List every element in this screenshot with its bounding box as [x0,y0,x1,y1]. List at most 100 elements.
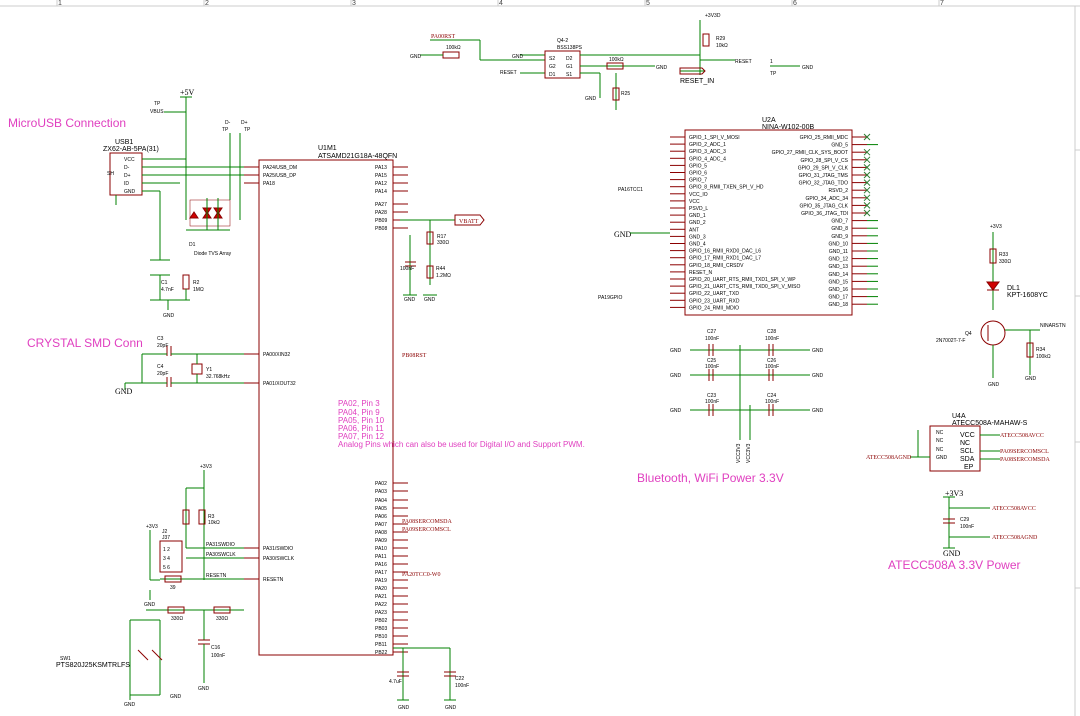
svg-text:100nF: 100nF [705,364,719,370]
u2-pin-label: GPIO_32_JTAG_TDO [799,181,848,187]
no-connect-mark [863,194,871,202]
svg-text:VCC: VCC [124,157,135,163]
svg-text:ATSAMD21G18A-48QFN: ATSAMD21G18A-48QFN [318,153,397,160]
svg-text:EP: EP [964,464,974,471]
svg-text:1.2MΩ: 1.2MΩ [436,273,451,279]
svg-text:C27: C27 [707,329,716,335]
svg-text:U2A: U2A [762,117,776,124]
svg-text:100nF: 100nF [765,364,779,370]
svg-text:100nF: 100nF [765,336,779,342]
svg-text:5 6: 5 6 [163,565,170,571]
u2-pin-label: GPIO_18_RMII_CRSDV [689,263,744,269]
svg-text:1 2: 1 2 [163,547,170,553]
no-connect-mark [863,202,871,209]
no-connect-mark [863,164,871,171]
svg-text:NINARSTN: NINARSTN [1040,323,1066,329]
svg-text:VBATT: VBATT [459,219,479,225]
svg-text:1MΩ: 1MΩ [193,287,204,293]
svg-text:ATECC508AGND: ATECC508AGND [866,455,912,461]
u1-pin-label: PA21 [375,594,387,600]
svg-text:GND: GND [170,694,182,700]
svg-text:C3: C3 [157,336,164,342]
svg-text:20pF: 20pF [157,371,168,377]
svg-text:Diode TVS Array: Diode TVS Array [194,251,232,257]
net-tp: TP [154,101,161,107]
svg-text:PA18: PA18 [263,181,275,187]
u2-pin-label: GND_4 [689,242,706,248]
svg-text:3 4: 3 4 [163,556,170,562]
no-connect-mark [863,156,871,164]
svg-text:RESETN: RESETN [263,577,284,583]
border-number: 7 [940,0,944,7]
svg-text:100nF: 100nF [960,524,974,530]
svg-text:D1: D1 [549,72,556,78]
svg-text:PA19GPIO: PA19GPIO [598,295,622,301]
svg-text:SDA: SDA [960,456,975,463]
svg-text:39: 39 [170,585,176,591]
svg-text:GND: GND [144,602,156,608]
u2-pin-label: GPIO_27_RMII_CLK_SYS_BOOT [772,150,848,156]
net-p5v: +5V [180,88,195,97]
svg-text:330Ω: 330Ω [171,616,183,622]
svg-text:Q4: Q4 [965,331,972,337]
u2-pin-label: GND_7 [831,219,848,225]
svg-text:+3V3: +3V3 [146,524,158,530]
no-connect-mark [863,171,871,179]
svg-text:C28: C28 [767,329,776,335]
svg-text:VCC3V3: VCC3V3 [746,443,752,463]
svg-text:PA20TCC0-W0: PA20TCC0-W0 [402,572,440,578]
svg-text:R25: R25 [621,91,630,97]
svg-text:GND: GND [614,230,632,239]
svg-text:R44: R44 [436,266,445,272]
svg-text:+3V3: +3V3 [990,224,1002,230]
u1-pin-label: PA12 [375,181,387,187]
u2-pin-label: GPIO_6 [689,171,707,177]
svg-text:TP: TP [222,127,229,133]
border-number: 6 [793,0,797,7]
svg-text:ATECC508AVCC: ATECC508AVCC [992,506,1036,512]
u1-pin-label: PA22 [375,602,387,608]
svg-text:PA05, Pin 10: PA05, Pin 10 [338,416,385,425]
svg-text:U1M1: U1M1 [318,145,337,152]
svg-text:PA00/XIN32: PA00/XIN32 [263,352,290,358]
svg-text:SW1: SW1 [60,656,71,662]
svg-text:G1: G1 [566,64,573,70]
u2-pin-label: GND_9 [831,234,848,240]
u2-pin-label: GPIO_31_JTAG_TMS [799,173,849,179]
svg-text:Y1: Y1 [206,367,212,373]
svg-text:GND: GND [445,705,457,711]
u2-pin-label: VCC_IO [689,192,708,198]
svg-text:VCC: VCC [960,432,975,439]
u2-pin-label: GPIO_36_JTAG_TDI [801,211,848,217]
u2-pin-label: GPIO_22_UART_TXD [689,291,739,297]
u2-pin-label: GPIO_7 [689,178,707,184]
u2-pin-label: VCC [689,199,700,205]
u2-pin-label: GPIO_1_SPI_V_MOSI [689,135,740,141]
u1-pin-label: PA15 [375,173,387,179]
u1-pin-label: PB03 [375,626,387,632]
u1-pin-label: PA11 [375,554,387,560]
svg-text:100kΩ: 100kΩ [446,45,461,51]
border-number: 5 [646,0,650,7]
svg-text:D+: D+ [124,173,131,179]
u4-atecc: U4A ATECC508A-MAHAW-S NC NC NC GND VCC N… [866,413,1050,472]
svg-text:KPT-1608YC: KPT-1608YC [1007,292,1048,299]
svg-text:PB08RST: PB08RST [402,353,427,359]
svg-text:TP: TP [770,71,777,77]
note-atecc: ATECC508A 3.3V Power [888,558,1021,572]
u2-pin-label: GND_1 [689,213,706,219]
svg-text:GND: GND [124,702,136,708]
u2-pin-label: GND_14 [829,272,849,278]
svg-text:Q4-2: Q4-2 [557,38,568,44]
svg-text:R17: R17 [437,234,446,240]
svg-text:100nF: 100nF [211,653,225,659]
u2-pin-label: GND_5 [831,143,848,149]
svg-text:C26: C26 [767,358,776,364]
u1-pin-label: PA28 [375,210,387,216]
u2-pin-label: GPIO_24_RMII_MDIO [689,305,739,311]
u2-pin-label: PSVD_L [689,206,708,212]
u1-pin-label: PA27 [375,202,387,208]
svg-text:ATECC508AVCC: ATECC508AVCC [1000,433,1044,439]
svg-text:S1: S1 [566,72,572,78]
